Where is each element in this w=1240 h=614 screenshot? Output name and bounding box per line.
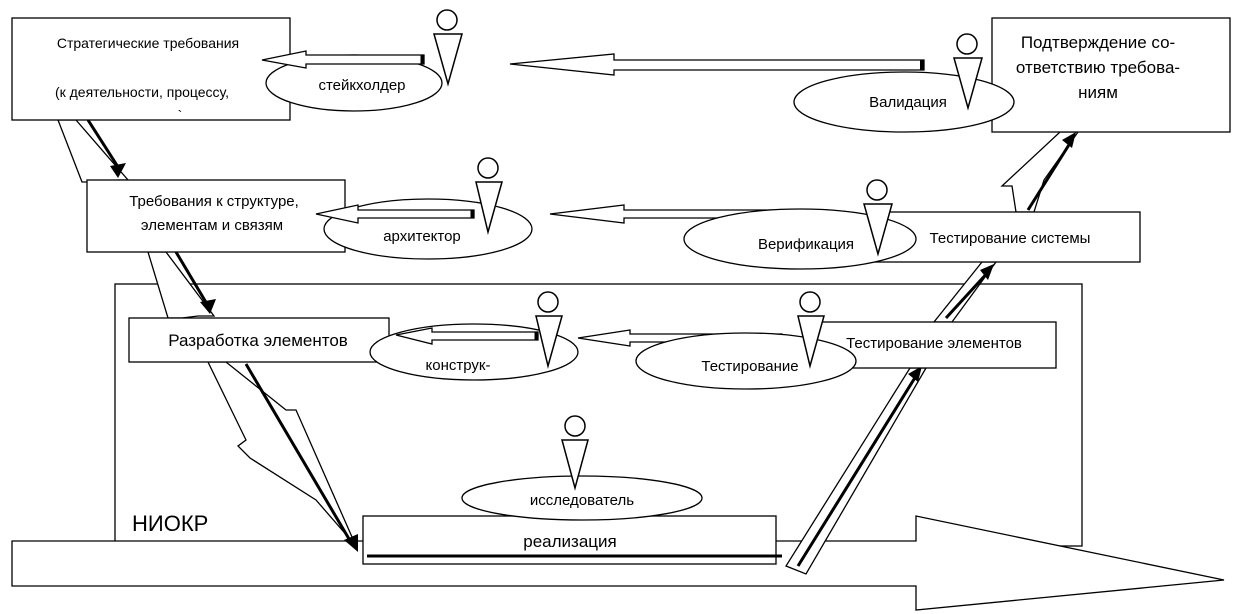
- validation-ellipse: [793, 71, 1015, 133]
- stakeholder-person-icon: [433, 9, 463, 87]
- confirm-line-1: Подтверждение со-: [1021, 33, 1175, 52]
- ascent-arrowhead-2: [980, 264, 994, 280]
- validator-person-icon: [953, 33, 983, 111]
- ascent-line-1: [796, 375, 918, 567]
- confirm-line-2: ответствию требова-: [1016, 58, 1180, 77]
- architect-label: архитектор: [383, 228, 461, 245]
- system-testing-label: Тестирование системы: [930, 230, 1091, 247]
- strategic-line-1: Стратегические требования: [57, 35, 239, 51]
- descent-arrowhead-2: [200, 299, 216, 314]
- validation-arrow: [509, 53, 925, 76]
- testing-ellipse: [635, 332, 857, 390]
- elements-development-label: Разработка элементов: [168, 331, 348, 350]
- structure-requirements-box: [86, 179, 346, 253]
- researcher-label: исследователь: [530, 492, 634, 509]
- elements-testing-label: Тестирование элементов: [846, 335, 1022, 352]
- structure-line-1: Требования к структуре,: [129, 193, 299, 210]
- stakeholder-label: стейкхолдер: [318, 77, 405, 94]
- realization-label: реализация: [523, 532, 616, 551]
- confirm-line-3: ниям: [1078, 83, 1118, 102]
- ascent-arrow-3: [1000, 131, 1080, 213]
- descent-line-3: [244, 363, 354, 545]
- verification-label: Верификация: [758, 236, 854, 253]
- designer-person-icon: [535, 291, 563, 369]
- architect-person-icon: [475, 157, 503, 235]
- architect-arrow: [315, 204, 475, 224]
- designer-label: конструк-: [426, 357, 491, 374]
- compliance-confirmation-box: [991, 17, 1231, 133]
- structure-line-2: элементам и связям: [141, 217, 283, 234]
- descent-arrowhead-1: [110, 163, 126, 178]
- stakeholder-arrow: [261, 50, 425, 69]
- researcher-ellipse: [461, 475, 703, 521]
- verification-ellipse: [683, 208, 917, 270]
- designer-arrow: [395, 327, 539, 345]
- niokr-label: НИОКР: [132, 511, 208, 536]
- descent-arrowhead-3: [344, 534, 358, 552]
- testing-label: Тестирование: [701, 358, 798, 375]
- strategic-line-3: `: [178, 107, 183, 123]
- validation-label: Валидация: [869, 94, 947, 111]
- descent-line-1: [86, 119, 122, 171]
- strategic-line-2: (к деятельности, процессу,: [55, 84, 229, 100]
- ascent-line-2: [944, 268, 992, 320]
- strategic-requirements-box: [11, 17, 291, 121]
- ascent-arrowhead-1: [908, 366, 922, 382]
- verifier-person-icon: [863, 179, 893, 257]
- ascent-line-3: [1026, 139, 1074, 211]
- descent-line-2: [174, 251, 209, 305]
- tester-person-icon: [797, 291, 825, 369]
- descent-arrow-3: [206, 361, 357, 547]
- ascent-arrowhead-3: [1062, 132, 1076, 148]
- researcher-person-icon: [561, 415, 589, 491]
